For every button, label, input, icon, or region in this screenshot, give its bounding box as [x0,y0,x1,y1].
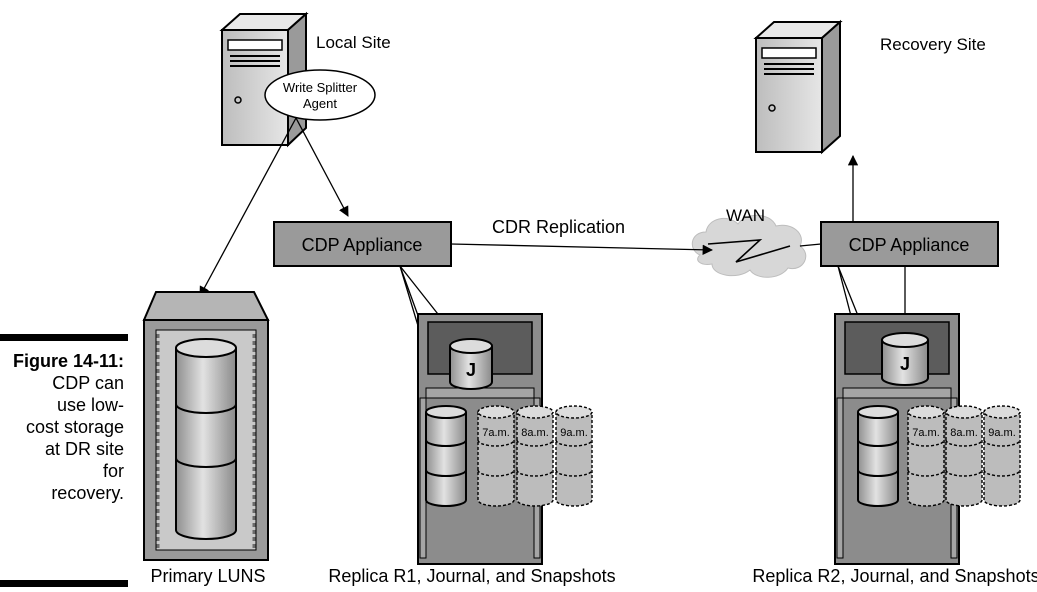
arrow-replication [450,243,714,255]
caption-line: at DR site [44,439,124,459]
journal-label-r1: J [466,360,476,380]
replica-r2-cylinder [857,405,899,507]
agent-label-line1: Write Splitter [283,80,358,95]
wan-label: WAN [726,206,765,225]
connector-lines [199,117,911,421]
agent-label-line2: Agent [303,96,337,111]
figure-caption: Figure 14-11: CDP can use low- cost stor… [0,350,124,504]
recovery-site-title: Recovery Site [880,35,986,54]
figure-label: Figure 14-11: [12,351,124,371]
snapshot-r2-9am: 9a.m. [988,427,1016,439]
replica-r1-cylinder [425,405,467,507]
snapshot-r1-7am: 7a.m. [482,427,510,439]
caption-line: cost storage [25,417,124,437]
snapshot-r2-8am: 8a.m. [950,427,978,439]
journal-label-r2: J [900,354,910,374]
arrow-agent-to-appliance [295,117,349,217]
journal-cylinder-r2: J [881,332,929,386]
caption-line: use low- [56,395,124,415]
caption-rule-top [0,334,128,341]
cdp-appliance-left: CDP Appliance [273,221,452,267]
caption-rule-bottom [0,580,128,587]
recovery-server-icon [753,19,843,155]
primary-luns-label: Primary LUNS [150,566,265,586]
arrow-agent-to-primary [199,117,297,297]
snapshot-cylinders-r1: 7a.m. 8a.m. 9a.m. [477,405,593,507]
connector-wan-to-appliance [799,243,822,247]
snapshot-cylinders-r2: 7a.m. 8a.m. 9a.m. [907,405,1021,507]
caption-line: recovery. [51,483,124,503]
replica-r2-label: Replica R2, Journal, and Snapshots [752,566,1037,586]
journal-cylinder-r1: J [449,338,493,390]
cdp-appliance-left-label: CDP Appliance [302,235,423,255]
primary-luns-storage-icon [142,291,270,561]
caption-line: CDP can [52,373,124,393]
write-splitter-agent: Write Splitter Agent [264,69,376,121]
cdr-replication-label: CDR Replication [492,217,625,237]
snapshot-r1-8am: 8a.m. [521,427,549,439]
snapshot-r1-9am: 9a.m. [560,427,588,439]
cdp-appliance-right: CDP Appliance [820,221,999,267]
cdp-appliance-right-label: CDP Appliance [849,235,970,255]
snapshot-r2-7am: 7a.m. [912,427,940,439]
replica-r1-label: Replica R1, Journal, and Snapshots [328,566,615,586]
caption-line: for [102,461,124,481]
local-site-title: Local Site [316,33,391,52]
